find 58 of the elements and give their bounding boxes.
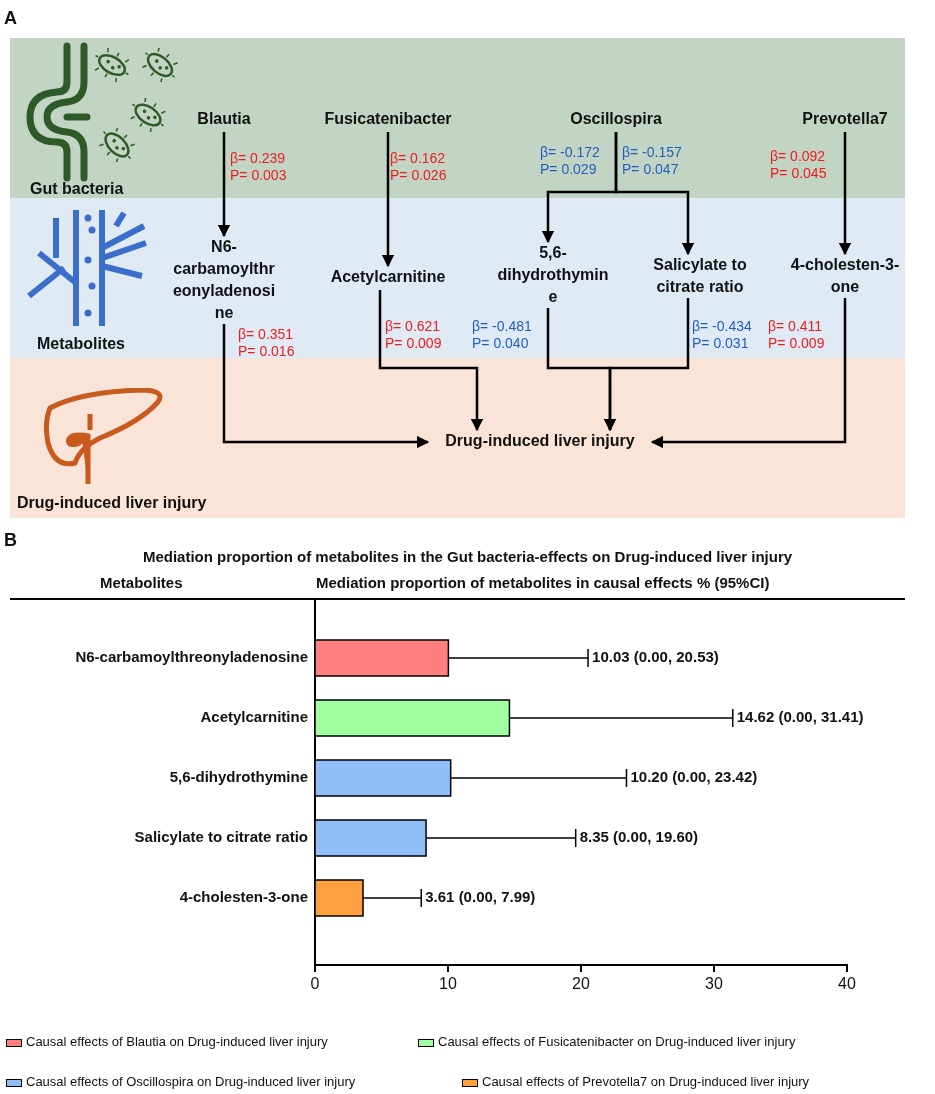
tick-label: 40 xyxy=(837,975,857,993)
edge-label: β= 0.092 P= 0.045 xyxy=(770,148,828,182)
arrow xyxy=(378,290,484,432)
band-label: Metabolites xyxy=(37,335,125,353)
band-label: Drug-induced liver injury xyxy=(17,494,207,512)
edge-label: β= 0.411 P= 0.009 xyxy=(768,318,826,352)
category-label: N6-carbamoylthreonyladenosine xyxy=(74,648,308,665)
arrow xyxy=(381,132,395,268)
legend-label: Causal effects of Prevotella7 on Drug-induced liver injury xyxy=(482,1074,810,1089)
node-label: 5,6-dihydrothymine xyxy=(494,242,612,308)
arrow xyxy=(217,132,231,238)
arrow xyxy=(222,324,430,449)
edge-label: β= 0.351 P= 0.016 xyxy=(238,326,296,360)
band xyxy=(10,358,905,518)
value-label: 10.03 (0.00, 20.53) xyxy=(592,648,719,665)
node-label: Oscillospira xyxy=(566,108,666,132)
chart-title: Mediation proportion of metabolites in the Gut bacteria-effects on Drug-induced liver injury xyxy=(141,548,794,565)
node-label: Acetylcarnitine xyxy=(324,266,452,290)
tick-label: 30 xyxy=(704,975,724,993)
value-label: 14.62 (0.00, 31.41) xyxy=(736,708,864,725)
edge-label: β= -0.481 P= 0.040 xyxy=(472,318,533,352)
node-label: Fusicatenibacter xyxy=(322,108,454,132)
node-label: Drug-induced liver injury xyxy=(430,430,650,454)
arrow xyxy=(650,298,847,449)
node-label: Salicylate to citrate ratio xyxy=(632,254,768,298)
arrow xyxy=(614,132,695,256)
arrow xyxy=(838,132,852,256)
legend-label: Causal effects of Oscillospira on Drug-induced liver injury xyxy=(26,1074,356,1089)
panel-label: B xyxy=(4,530,17,551)
edge-label: β= -0.172 P= 0.029 xyxy=(540,144,601,178)
band-label: Gut bacteria xyxy=(30,180,124,198)
edge-label: β= 0.621 P= 0.009 xyxy=(385,318,443,352)
category-label: 5,6-dihydrothymine xyxy=(168,768,308,785)
node-label: 4-cholesten-3-one xyxy=(786,254,904,298)
node-label: Blautia xyxy=(184,108,264,132)
edge-label: β= 0.239 P= 0.003 xyxy=(230,150,288,184)
tick-label: 0 xyxy=(309,975,321,993)
column-header: Metabolites xyxy=(100,574,183,591)
category-label: Salicylate to citrate ratio xyxy=(133,828,308,845)
edge-label: β= -0.157 P= 0.047 xyxy=(622,144,683,178)
value-label: 10.20 (0.00, 23.42) xyxy=(630,768,758,785)
band xyxy=(10,198,905,358)
value-label: 3.61 (0.00, 7.99) xyxy=(425,888,536,905)
panel-label: A xyxy=(4,8,17,29)
arrow xyxy=(603,298,690,432)
category-label: Acetylcarnitine xyxy=(199,708,308,725)
column-header: Mediation proportion of metabolites in causal effects % (95%CI) xyxy=(316,574,770,591)
node-label: Prevotella7 xyxy=(797,108,893,132)
edge-label: β= -0.434 P= 0.031 xyxy=(692,318,753,352)
tick-label: 20 xyxy=(571,975,591,993)
edge-label: β= 0.162 P= 0.026 xyxy=(390,150,448,184)
value-label: 8.35 (0.00, 19.60) xyxy=(579,828,699,845)
band xyxy=(10,38,905,198)
tick-label: 10 xyxy=(438,975,458,993)
category-label: 4-cholesten-3-one xyxy=(178,888,308,905)
legend-label: Causal effects of Blautia on Drug-induced liver injury xyxy=(26,1034,328,1049)
legend-label: Causal effects of Fusicatenibacter on Drug-induced liver injury xyxy=(438,1034,796,1049)
node-label: N6-carbamoylthreonyladenosine xyxy=(170,236,278,324)
